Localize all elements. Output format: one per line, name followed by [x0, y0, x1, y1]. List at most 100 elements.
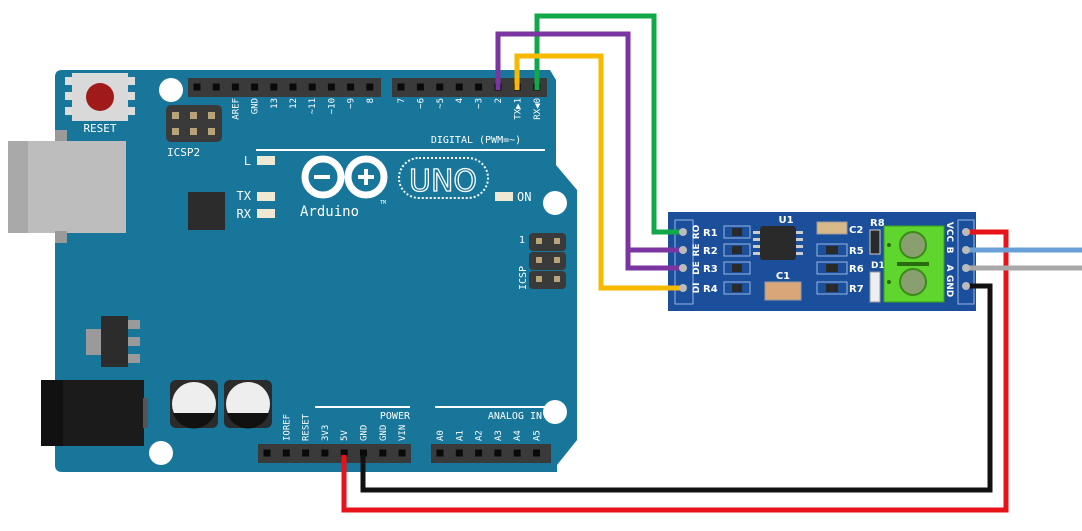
digital-header-left	[188, 78, 381, 97]
arduino-logo	[301, 155, 388, 199]
d1-label: D1	[871, 261, 885, 271]
left-pin-frame	[674, 219, 694, 305]
power-label: POWER	[380, 411, 411, 422]
resistor	[732, 264, 742, 272]
wire-5v-to-vcc[interactable]	[341, 229, 1009, 513]
resistor	[826, 246, 838, 254]
module-pin-label: VCC	[944, 222, 954, 243]
header-pin[interactable]	[193, 83, 201, 91]
header-pin[interactable]	[436, 83, 444, 91]
wire-d2-to-de[interactable]	[495, 31, 683, 271]
module-pin[interactable]	[679, 246, 687, 254]
mount-hole	[543, 191, 567, 215]
header-pin[interactable]	[289, 83, 297, 91]
header-pin[interactable]	[360, 449, 367, 457]
header-pin[interactable]	[251, 83, 259, 91]
wire-gnd-to-gnd[interactable]	[360, 283, 993, 493]
header-pin[interactable]	[416, 83, 424, 91]
arduino-logo-text: Arduino	[300, 204, 359, 220]
pin-label: A0	[436, 430, 446, 441]
pin-label: TX▶1	[513, 98, 523, 120]
resistor-label: R6	[849, 264, 864, 275]
uno-label: UNO	[409, 164, 477, 199]
pin-label: ~9	[347, 98, 357, 109]
resistor	[732, 246, 742, 254]
digital-label: DIGITAL (PWM=~)	[431, 135, 521, 146]
module-pin[interactable]	[962, 246, 970, 254]
header-pin[interactable]	[398, 449, 406, 457]
u1-label: U1	[778, 215, 793, 226]
header-pin[interactable]	[436, 449, 444, 457]
header-pin[interactable]	[366, 83, 374, 91]
mount-hole	[543, 400, 567, 424]
header-pin[interactable]	[533, 449, 540, 457]
resistor-pad	[723, 281, 751, 295]
icsp-header	[529, 233, 566, 289]
module-pin[interactable]	[962, 228, 970, 236]
header-pin[interactable]	[270, 83, 278, 91]
header-pin[interactable]	[347, 83, 355, 91]
module-pin[interactable]	[679, 284, 687, 292]
module-pin[interactable]	[962, 282, 970, 290]
icsp-pin1-label: 1	[519, 235, 525, 246]
pin-label: 7	[397, 98, 407, 103]
uno-badge	[398, 157, 489, 199]
icsp-label: ICSP	[518, 266, 529, 290]
usb-port-edge	[8, 141, 28, 233]
header-pin[interactable]	[231, 83, 239, 91]
header-pin[interactable]	[212, 83, 220, 91]
header-pin[interactable]	[308, 83, 316, 91]
module-pin-label: RO	[692, 224, 702, 239]
header-pin[interactable]	[327, 83, 335, 91]
header-pin[interactable]	[321, 449, 329, 457]
header-pin[interactable]	[475, 449, 483, 457]
module-pin[interactable]	[679, 228, 687, 236]
max485-chip	[753, 226, 803, 260]
reset-label: RESET	[83, 122, 116, 135]
pin-label: 5V	[340, 430, 350, 441]
c2-label: C2	[849, 225, 863, 236]
c1-label: C1	[776, 271, 790, 282]
pin-label: ~3	[475, 98, 485, 109]
led-on-label: ON	[517, 190, 531, 204]
header-pin[interactable]	[263, 449, 271, 457]
led-l	[257, 156, 275, 165]
power-header	[258, 444, 411, 463]
resistor-pad	[816, 281, 848, 295]
module-pins	[679, 228, 970, 292]
header-pin[interactable]	[513, 449, 521, 457]
dc-power-jack	[41, 380, 148, 446]
wire-tx-to-di[interactable]	[514, 53, 683, 291]
header-pin[interactable]	[340, 449, 348, 457]
resistor-label: R7	[849, 284, 864, 295]
header-pin[interactable]	[379, 449, 387, 457]
pin-label: AREF	[231, 98, 241, 120]
screw-terminal[interactable]	[883, 225, 945, 303]
led-rx	[257, 209, 275, 218]
pin-label: A2	[475, 430, 485, 441]
header-pin[interactable]	[494, 449, 502, 457]
trademark: TM	[380, 200, 386, 206]
header-pin[interactable]	[455, 83, 463, 91]
header-pin[interactable]	[475, 83, 483, 91]
reset-button[interactable]	[65, 73, 135, 121]
header-pin[interactable]	[455, 449, 463, 457]
resistor-label: R1	[703, 228, 718, 239]
capacitor	[224, 380, 272, 429]
header-pin[interactable]	[302, 449, 310, 457]
wire-rx-to-ro[interactable]	[534, 13, 683, 235]
module-pin-label: GND	[944, 275, 954, 297]
header-pin[interactable]	[282, 449, 290, 457]
resistor-label: R4	[703, 284, 718, 295]
pin-label: RX◀0	[533, 98, 543, 120]
module-pin[interactable]	[962, 264, 970, 272]
header-pin[interactable]	[397, 83, 405, 91]
usb-chip	[188, 192, 225, 230]
module-pin[interactable]	[679, 264, 687, 272]
resistor-pad	[723, 243, 751, 257]
pin-label: A4	[513, 430, 523, 441]
